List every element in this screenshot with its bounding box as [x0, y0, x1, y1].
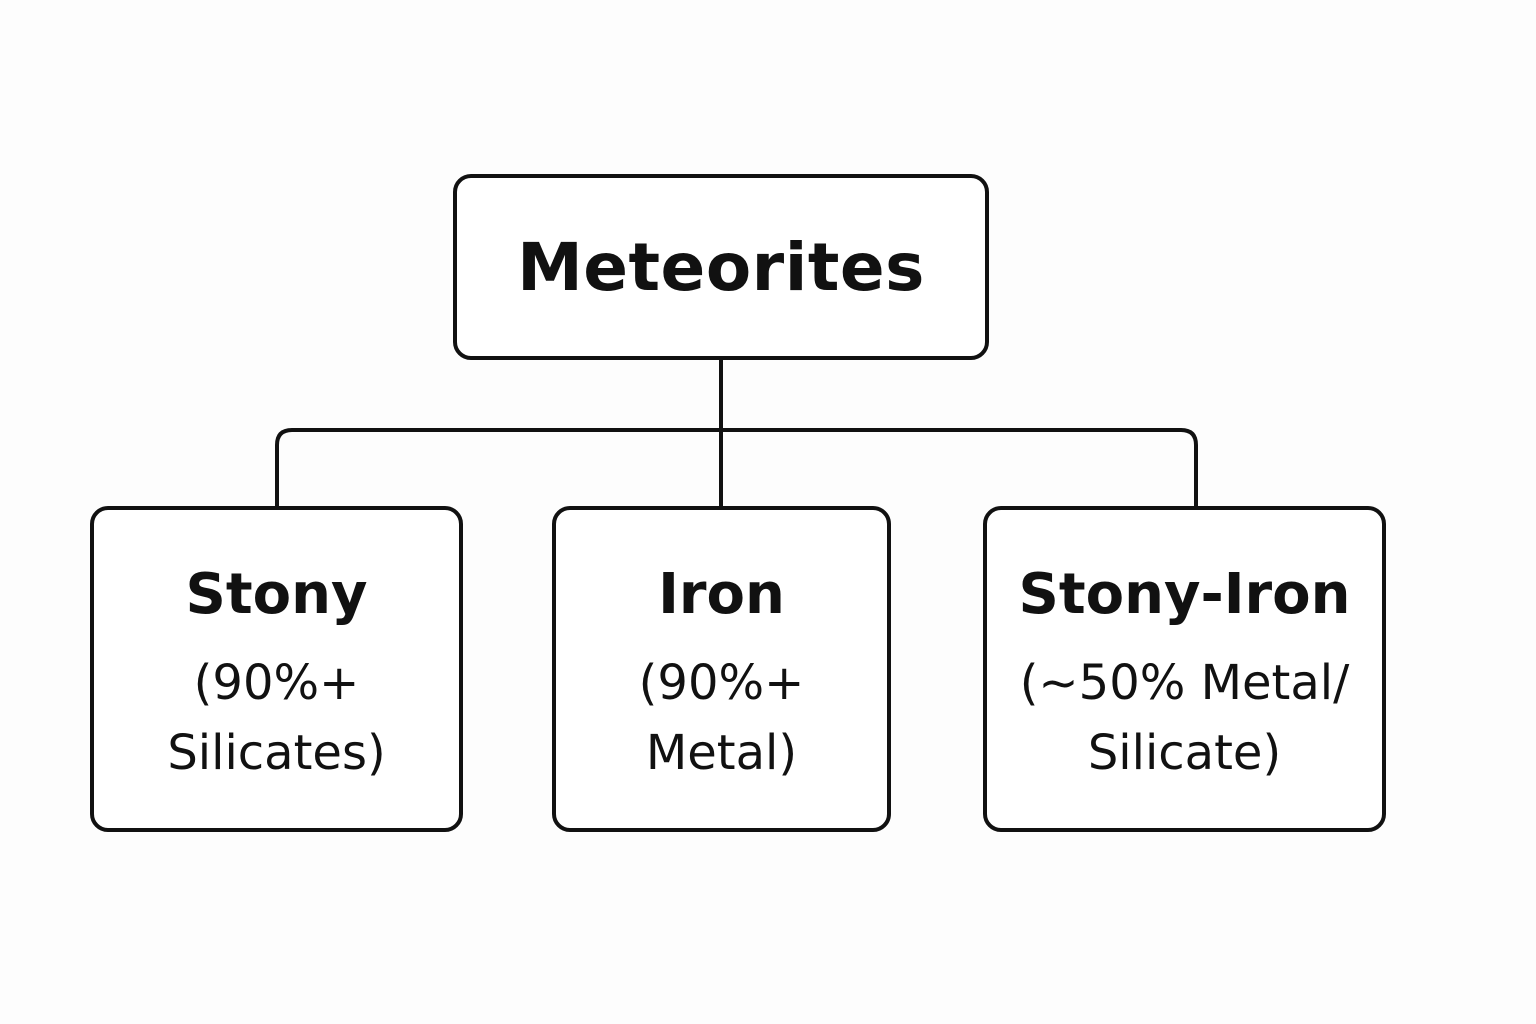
child-description-iron: (90%+ Metal) — [638, 655, 805, 781]
child-node-stony: Stony (90%+ Silicates) — [90, 506, 463, 832]
connector-branch-right — [721, 428, 1198, 506]
root-node-meteorites: Meteorites — [453, 174, 989, 360]
root-label: Meteorites — [517, 228, 925, 306]
child-title-iron: Iron — [658, 562, 785, 627]
child-title-stony-iron: Stony-Iron — [1018, 562, 1351, 627]
connector-branch-left — [275, 428, 721, 506]
child-description-stony: (90%+ Silicates) — [167, 655, 386, 781]
child-description-stony-iron: (~50% Metal/ Silicate) — [1019, 655, 1350, 781]
child-node-stony-iron: Stony-Iron (~50% Metal/ Silicate) — [983, 506, 1386, 832]
child-title-stony: Stony — [185, 562, 368, 627]
child-node-iron: Iron (90%+ Metal) — [552, 506, 891, 832]
